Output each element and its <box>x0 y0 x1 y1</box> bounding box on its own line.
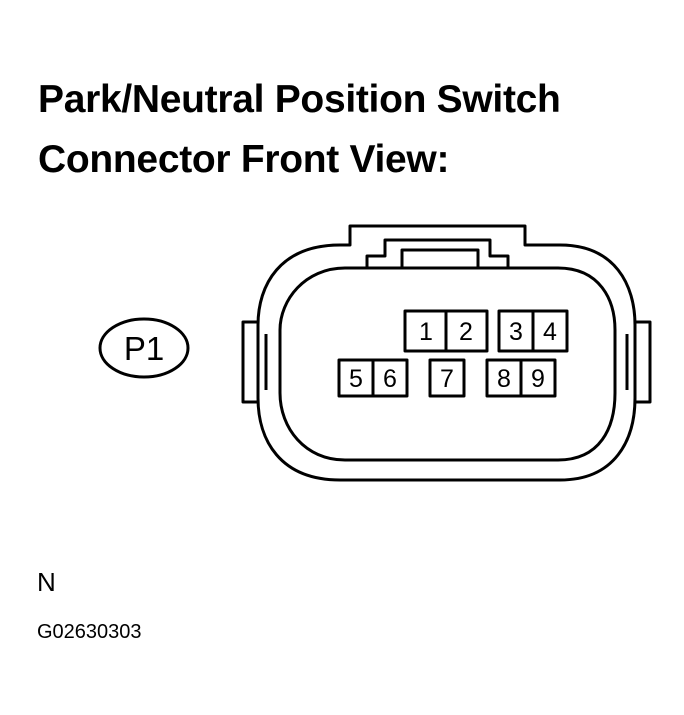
pin-label-5: 5 <box>349 365 363 393</box>
title-line-1: Park/Neutral Position Switch <box>38 78 561 121</box>
connector-lock-outer <box>365 238 510 268</box>
pin-label-9: 9 <box>531 365 545 393</box>
title-line-2: Connector Front View: <box>38 138 450 181</box>
pin-label-4: 4 <box>543 318 557 346</box>
connector-housing-inner <box>278 266 617 462</box>
connector-ref-label: P1 <box>124 330 164 367</box>
right-latch <box>635 320 652 404</box>
diagram-title: Park/Neutral Position Switch Connector F… <box>38 70 561 190</box>
left-latch <box>241 320 258 404</box>
pin-label-6: 6 <box>383 365 397 393</box>
pin-label-1: 1 <box>419 318 433 346</box>
pin-cavity-7 <box>428 358 466 398</box>
pin-label-8: 8 <box>497 365 511 393</box>
connector-ref-ellipse <box>98 317 190 379</box>
pin-label-7: 7 <box>440 365 454 393</box>
pin-label-2: 2 <box>459 318 473 346</box>
connector-housing-outer <box>256 224 637 482</box>
connector-lock-inner <box>400 248 480 268</box>
figure-code: G02630303 <box>37 621 142 643</box>
pin-label-3: 3 <box>509 318 523 346</box>
view-letter: N <box>37 567 56 597</box>
